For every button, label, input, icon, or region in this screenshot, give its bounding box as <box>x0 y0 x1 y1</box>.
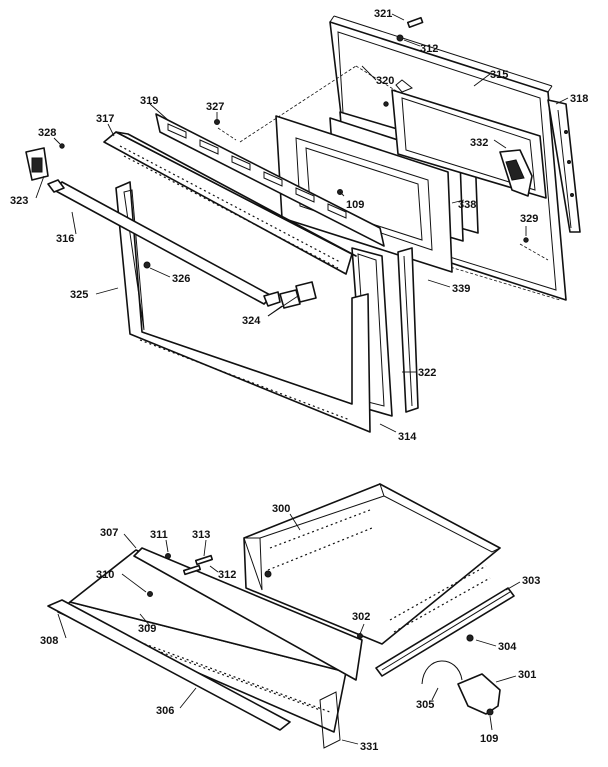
callout-324: 324 <box>242 315 261 327</box>
callout-328: 328 <box>38 127 56 139</box>
callout-339: 339 <box>452 283 470 295</box>
callout-315: 315 <box>490 69 508 81</box>
callout-331: 331 <box>360 741 378 753</box>
callout-321: 321 <box>374 8 392 20</box>
callout-322: 322 <box>418 367 436 379</box>
callout-312-lower: 312 <box>218 569 236 581</box>
callout-307: 307 <box>100 527 118 539</box>
leader-lines <box>35 13 569 745</box>
callout-301: 301 <box>518 669 536 681</box>
drawer-bracket <box>457 673 501 716</box>
callout-109-upper: 109 <box>346 199 364 211</box>
fasteners-lower <box>147 553 474 642</box>
callout-314: 314 <box>398 431 417 443</box>
door-handle <box>47 179 281 307</box>
callout-306: 306 <box>156 705 174 717</box>
callout-332: 332 <box>470 137 488 149</box>
handle-caps <box>279 281 317 309</box>
callout-326: 326 <box>172 273 190 285</box>
callout-labels: 321 312 320 315 318 319 327 317 328 332 … <box>10 8 588 753</box>
vent-baffle <box>155 113 385 247</box>
callout-303: 303 <box>522 575 540 587</box>
callout-310: 310 <box>96 569 114 581</box>
handle-trim <box>103 131 357 275</box>
end-cap-left <box>25 147 49 181</box>
callout-327: 327 <box>206 101 224 113</box>
callout-309: 309 <box>138 623 156 635</box>
callout-325: 325 <box>70 289 88 301</box>
callout-312-upper: 312 <box>420 43 438 55</box>
callout-323: 323 <box>10 195 28 207</box>
callout-329: 329 <box>520 213 538 225</box>
hinge-strip <box>547 99 581 233</box>
drawer-tub <box>243 482 502 645</box>
callout-319: 319 <box>140 95 158 107</box>
callout-311: 311 <box>150 529 168 541</box>
alignment-lines-upper <box>217 65 549 261</box>
drawer-front-panel <box>57 547 363 749</box>
callout-300: 300 <box>272 503 290 515</box>
callout-317: 317 <box>96 113 114 125</box>
drawer-trim-strip <box>47 599 291 731</box>
light-bracket <box>499 149 533 197</box>
fasteners-upper <box>59 16 529 269</box>
callout-338: 338 <box>458 199 476 211</box>
callout-313: 313 <box>192 529 210 541</box>
callout-316: 316 <box>56 233 74 245</box>
callout-318: 318 <box>570 93 588 105</box>
callout-302: 302 <box>352 611 370 623</box>
callout-308: 308 <box>40 635 58 647</box>
callout-304: 304 <box>498 641 517 653</box>
callout-109-lower: 109 <box>480 733 498 745</box>
callout-320: 320 <box>376 75 394 87</box>
side-channel <box>397 247 419 413</box>
callout-305: 305 <box>416 699 434 711</box>
spring-clip <box>421 660 463 685</box>
